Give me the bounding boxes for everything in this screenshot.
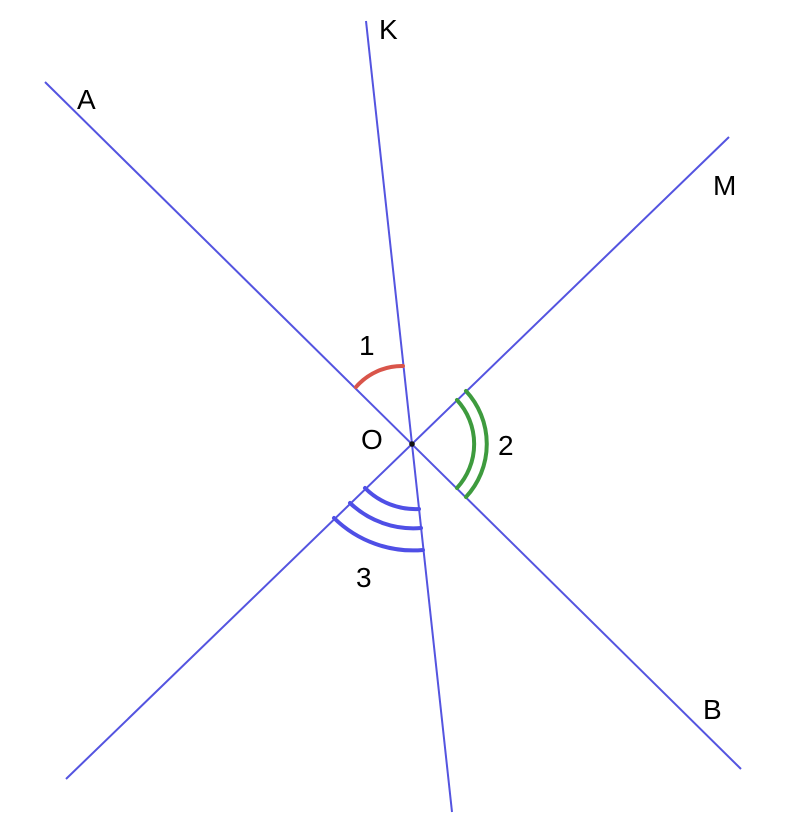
angle-3-arc-middle — [348, 501, 423, 531]
label-m: M — [713, 170, 736, 201]
angle-3-arc-outer — [332, 516, 425, 553]
label-angle-2: 2 — [498, 430, 514, 461]
line-k — [365, 20, 453, 813]
angle-2-arc-outer — [464, 389, 489, 499]
angle-3-arc-inner — [363, 486, 421, 512]
line-ab — [44, 81, 742, 770]
label-b: B — [703, 694, 722, 725]
label-k: K — [379, 14, 398, 45]
angle-1-arc — [354, 363, 405, 389]
vertex-point-o — [409, 441, 415, 447]
line-m — [65, 136, 730, 780]
label-o: O — [361, 424, 383, 455]
label-angle-3: 3 — [356, 562, 372, 593]
label-a: A — [77, 84, 96, 115]
angle-2-arc-inner — [455, 398, 477, 490]
label-angle-1: 1 — [359, 330, 375, 361]
